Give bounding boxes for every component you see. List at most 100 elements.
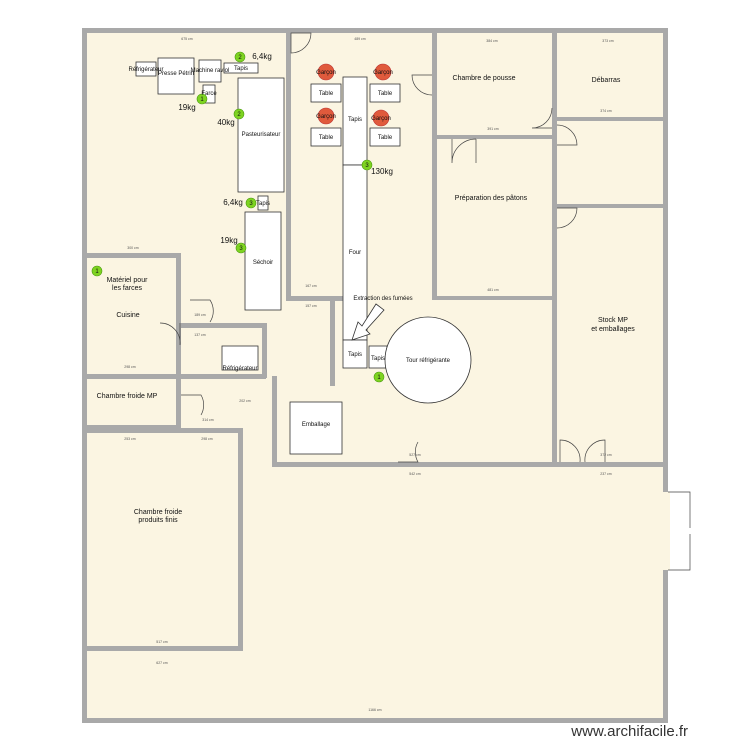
- marker-2a-text: 2: [238, 55, 242, 61]
- label-four: Four: [349, 250, 361, 256]
- tour-refrigerante: [384, 316, 472, 404]
- dimensions: 675 cm 489 cm 384 cm 373 cm 1166 cm 527 …: [124, 37, 614, 712]
- label-pasteurisateur: Pasteurisateur: [242, 132, 281, 138]
- weight-1: 6,4kg: [252, 52, 272, 61]
- table-2: [310, 127, 342, 147]
- four: [342, 164, 368, 341]
- garcon-2: [374, 63, 392, 81]
- footer-link[interactable]: www.archifacile.fr: [571, 723, 688, 740]
- svg-text:372 cm: 372 cm: [600, 453, 612, 457]
- label-garcon-2: Garçon: [373, 70, 393, 76]
- tapis-4: [342, 339, 368, 369]
- extraction-arrow: [351, 303, 385, 341]
- sechoir: [244, 211, 282, 311]
- refrigerateur-1: [135, 61, 157, 77]
- table-3: [369, 83, 401, 103]
- marker-1c: [373, 371, 385, 383]
- label-debarras: Débarras: [592, 77, 621, 84]
- svg-text:202 cm: 202 cm: [239, 399, 251, 403]
- marker-1a: [196, 93, 208, 105]
- garcon-3: [317, 107, 335, 125]
- marker-3a: [245, 197, 257, 209]
- svg-text:157 cm: 157 cm: [305, 304, 317, 308]
- marker-1a-text: 1: [200, 97, 204, 103]
- label-chambre-pousse: Chambre de pousse: [452, 75, 515, 82]
- label-refrigerateur-2: Réfrigérateur: [222, 366, 257, 372]
- label-preparation: Préparation des pâtons: [455, 195, 528, 202]
- refrigerateur-2: [221, 345, 259, 371]
- equipment: [135, 57, 472, 455]
- emballage: [289, 401, 343, 455]
- machine-raviol: [198, 59, 222, 83]
- marker-1c-text: 1: [377, 375, 381, 381]
- svg-text:374 cm: 374 cm: [600, 109, 612, 113]
- label-machine: Machine raviol: [191, 68, 230, 74]
- label-garcon-3: Garçon: [316, 114, 336, 120]
- doors: [159, 32, 691, 571]
- label-tapis-3: Tapis: [348, 117, 362, 123]
- label-table-2: Table: [319, 135, 334, 141]
- marker-3b: [235, 242, 247, 254]
- svg-text:237 cm: 237 cm: [600, 472, 612, 476]
- svg-text:253 cm: 253 cm: [124, 437, 136, 441]
- label-tapis-4: Tapis: [348, 352, 362, 358]
- outer-walls: [82, 28, 668, 723]
- label-garcon-4: Garçon: [371, 116, 391, 122]
- svg-text:627 cm: 627 cm: [156, 661, 168, 665]
- marker-3b-text: 3: [239, 246, 243, 252]
- weight-5: 19kg: [220, 236, 237, 245]
- svg-text:189 cm: 189 cm: [194, 313, 206, 317]
- svg-text:298 cm: 298 cm: [124, 365, 136, 369]
- svg-text:489 cm: 489 cm: [354, 37, 366, 41]
- svg-text:167 cm: 167 cm: [305, 284, 317, 288]
- svg-text:300 cm: 300 cm: [127, 246, 139, 250]
- marker-1b-text: 1: [95, 269, 99, 275]
- svg-text:542 cm: 542 cm: [409, 472, 421, 476]
- weight-2: 19kg: [178, 103, 195, 112]
- svg-text:384 cm: 384 cm: [486, 39, 498, 43]
- marker-2b-text: 2: [237, 112, 241, 118]
- label-table-4: Table: [378, 135, 393, 141]
- svg-text:373 cm: 373 cm: [602, 39, 614, 43]
- svg-text:527 cm: 527 cm: [409, 453, 421, 457]
- label-farce: Farce: [201, 91, 217, 97]
- marker-2a: [234, 51, 246, 63]
- label-refrigerateur-1: Réfrigérateur: [128, 67, 163, 73]
- tapis-3: [342, 76, 368, 166]
- label-table-3: Table: [378, 91, 393, 97]
- svg-text:314 cm: 314 cm: [202, 418, 214, 422]
- svg-text:517 cm: 517 cm: [156, 640, 168, 644]
- label-extraction: Extraction des fumées: [353, 296, 412, 302]
- tapis-2: [257, 195, 269, 211]
- svg-text:298 cm: 298 cm: [201, 437, 213, 441]
- svg-text:391 cm: 391 cm: [487, 127, 499, 131]
- label-cuisine: Cuisine: [116, 312, 139, 319]
- marker-3a-text: 3: [249, 201, 253, 207]
- svg-text:137 cm: 137 cm: [194, 333, 206, 337]
- inner-walls: [85, 30, 670, 651]
- label-tapis-5: Tapis: [371, 356, 385, 362]
- labels: Chambre de pousse Débarras Préparation d…: [95, 52, 635, 524]
- label-presse-petrin: Presse Pétrin: [158, 71, 194, 77]
- marker-2b: [233, 108, 245, 120]
- garcon-1: [317, 63, 335, 81]
- svg-text:675 cm: 675 cm: [181, 37, 193, 41]
- marker-3c-text: 3: [365, 163, 369, 169]
- pasteurisateur: [237, 77, 285, 193]
- marker-1b: [91, 265, 103, 277]
- tapis-1: [223, 62, 259, 74]
- presse-petrin: [157, 57, 195, 95]
- label-garcon-1: Garçon: [316, 70, 336, 76]
- svg-text:481 cm: 481 cm: [487, 288, 499, 292]
- garcon-4: [372, 109, 390, 127]
- weight-6: 130kg: [371, 167, 393, 176]
- label-table-1: Table: [319, 91, 334, 97]
- weight-4: 6,4kg: [223, 198, 243, 207]
- label-chambre-froide-mp: Chambre froide MP: [97, 393, 158, 400]
- table-1: [310, 83, 342, 103]
- label-emballage: Emballage: [302, 422, 331, 428]
